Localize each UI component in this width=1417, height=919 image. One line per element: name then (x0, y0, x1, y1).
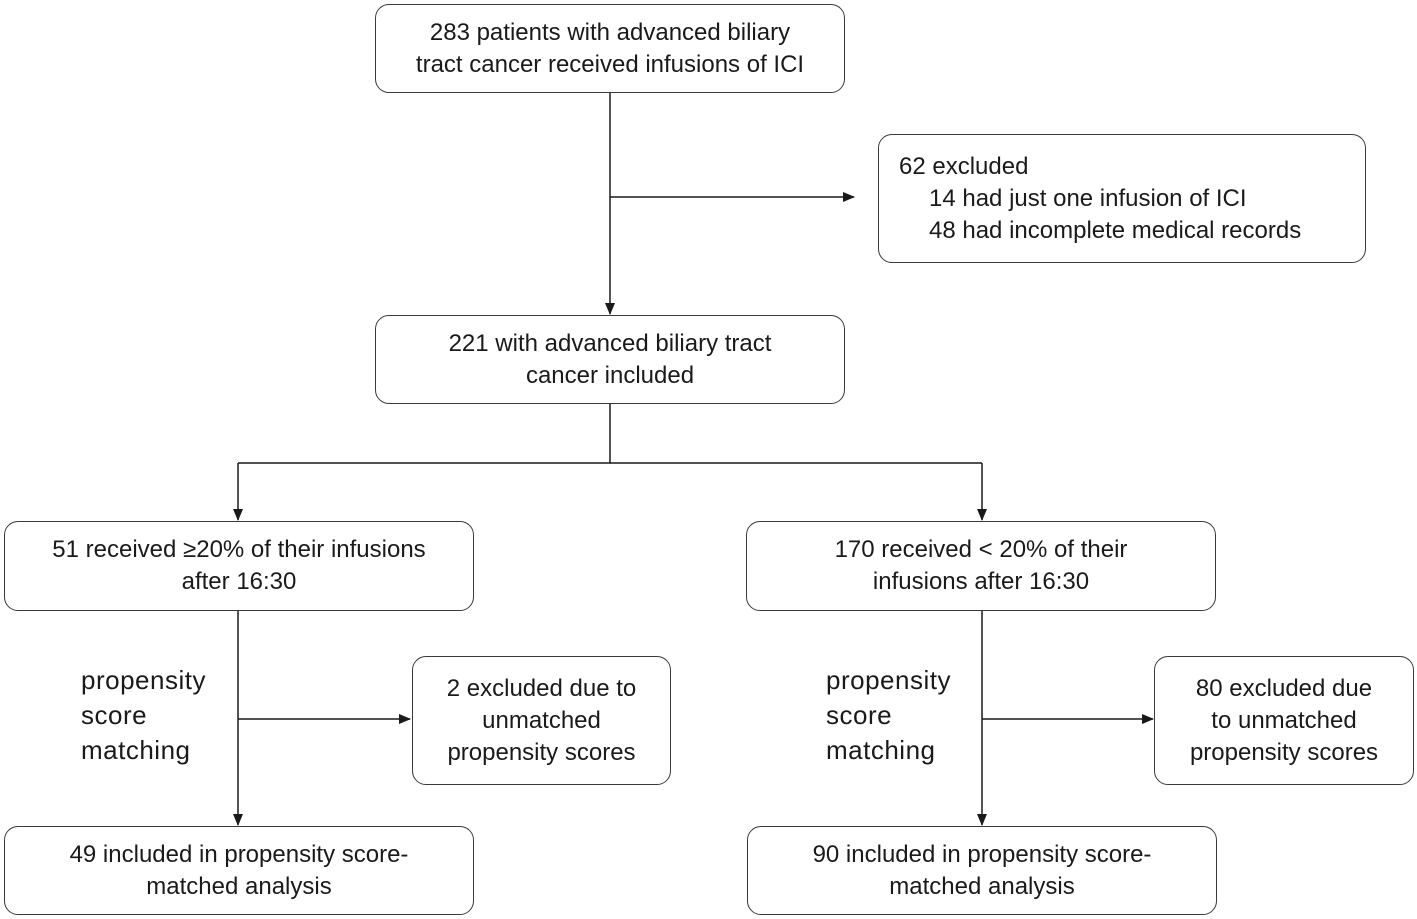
included-box-line-2: cancer included (525, 361, 695, 389)
included-box: 221 with advanced biliary tract cancer i… (375, 315, 845, 404)
side-label-right-line-3: matching (826, 735, 936, 765)
side-label-left: propensity score matching (81, 663, 206, 768)
side-label-right-line-2: score (826, 700, 893, 730)
included-box-line-1: 221 with advanced biliary tract (448, 329, 772, 357)
side-label-left-line-3: matching (81, 735, 191, 765)
excluded-late-box: 2 excluded due to unmatched propensity s… (412, 656, 671, 785)
excluded-initial-item-2: 48 had incomplete medical records (929, 216, 1302, 244)
excluded-early-box: 80 excluded due to unmatched propensity … (1154, 656, 1414, 785)
side-label-right: propensity score matching (826, 663, 951, 768)
start-box-line-2: tract cancer received infusions of ICI (415, 50, 805, 78)
group-late-box: 51 received ≥20% of their infusions afte… (4, 521, 474, 611)
excluded-early-line-2: to unmatched (1211, 706, 1357, 734)
group-late-line-2: after 16:30 (181, 568, 297, 595)
excluded-initial-title: 62 excluded (899, 152, 1029, 180)
group-early-line-2: infusions after 16:30 (872, 568, 1090, 595)
matched-early-line-1: 90 included in propensity score- (812, 840, 1152, 868)
excluded-late-line-3: propensity scores (447, 738, 636, 766)
matched-late-line-2: matched analysis (146, 872, 332, 900)
group-early-box: 170 received < 20% of their infusions af… (746, 521, 1216, 611)
side-label-left-line-2: score (81, 700, 148, 730)
side-label-right-line-1: propensity (826, 665, 951, 695)
excluded-initial-box: 62 excluded 14 had just one infusion of … (878, 134, 1366, 263)
excluded-late-line-2: unmatched (482, 706, 601, 734)
side-label-left-line-1: propensity (81, 665, 206, 695)
excluded-initial-item-1: 14 had just one infusion of ICI (929, 184, 1247, 212)
matched-late-box: 49 included in propensity score- matched… (4, 826, 474, 915)
matched-early-box: 90 included in propensity score- matched… (747, 826, 1217, 915)
matched-early-line-2: matched analysis (889, 872, 1075, 900)
split-connector (238, 404, 611, 464)
start-box: 283 patients with advanced biliary tract… (375, 4, 845, 93)
start-box-line-1: 283 patients with advanced biliary (429, 18, 791, 46)
excluded-late-line-1: 2 excluded due to (446, 674, 637, 702)
excluded-early-line-3: propensity scores (1189, 738, 1379, 766)
group-early-line-1: 170 received < 20% of their (834, 536, 1128, 563)
matched-late-line-1: 49 included in propensity score- (69, 840, 409, 868)
excluded-early-line-1: 80 excluded due (1195, 674, 1373, 702)
group-late-line-1: 51 received ≥20% of their infusions (52, 536, 426, 563)
